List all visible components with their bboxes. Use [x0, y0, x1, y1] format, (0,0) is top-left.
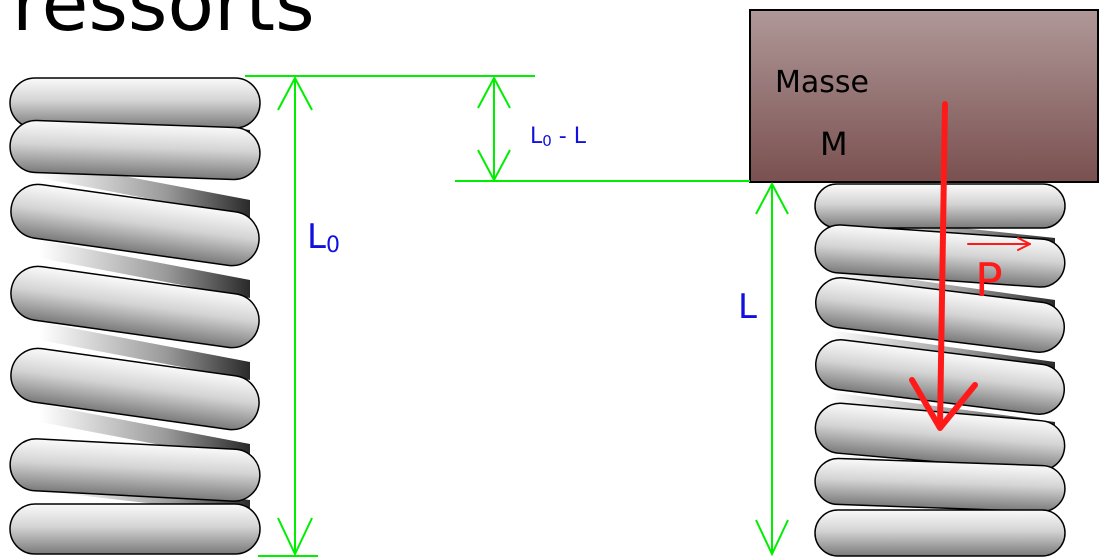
arrowhead-icon	[755, 181, 789, 215]
spring-coil	[814, 183, 1066, 229]
free-spring	[9, 77, 261, 555]
arrowhead-icon	[477, 75, 511, 109]
arrowhead-icon	[477, 149, 511, 183]
arrowhead-icon	[755, 519, 789, 557]
spring-back-strand	[40, 240, 250, 298]
dimension-lines	[245, 75, 789, 557]
spring-coil	[814, 509, 1066, 557]
spring-coil	[10, 265, 260, 349]
arrowhead-icon	[277, 517, 313, 557]
difference-label: L0 - L	[530, 124, 587, 150]
spring-coil	[9, 438, 261, 502]
mass-symbol: M	[820, 125, 848, 163]
spring-coil	[9, 119, 261, 181]
arrowhead-icon	[277, 75, 313, 111]
mass-label: Masse	[775, 65, 869, 100]
mass-block: Masse M	[749, 9, 1099, 183]
force-label: P	[975, 253, 1003, 307]
spring-coil	[10, 347, 260, 431]
compressed-length-label: L	[738, 287, 757, 327]
free-length-label: L0	[307, 217, 340, 258]
spring-back-strand	[40, 322, 250, 380]
page-title: ressorts	[12, 0, 315, 48]
vector-overline-arrowhead-icon	[1017, 237, 1031, 251]
spring-coil	[10, 183, 260, 267]
weight-force-vector	[909, 101, 1031, 431]
arrowhead-icon	[909, 377, 978, 431]
force-arrow-shaft	[937, 101, 948, 429]
spring-coil	[9, 503, 261, 555]
spring-coil	[814, 457, 1066, 513]
